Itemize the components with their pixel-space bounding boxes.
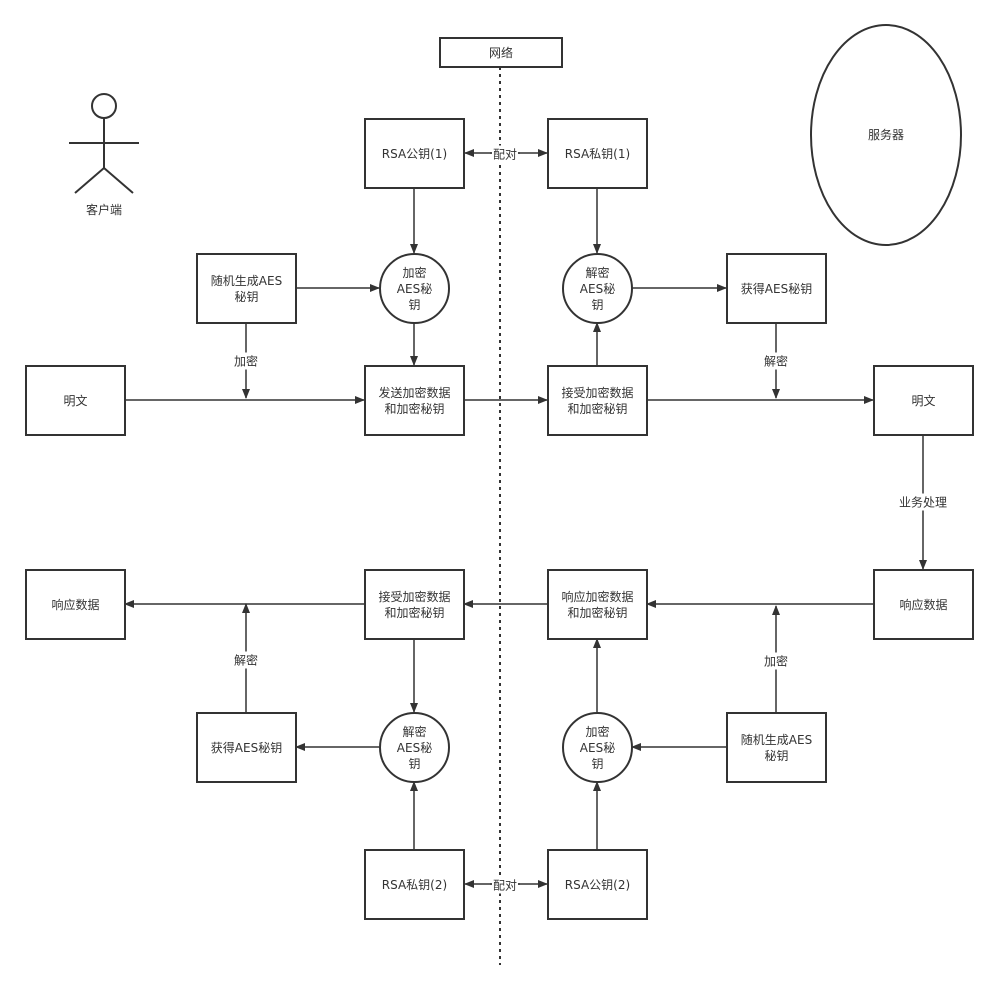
edge-label-encrypt-1: 加密 xyxy=(232,352,260,370)
server-label: 服务器 xyxy=(867,128,904,142)
server-ellipse xyxy=(810,24,962,246)
plaintext-client: 明文 xyxy=(25,365,126,436)
get-aes-key-bottom: 获得AES秘钥 xyxy=(196,712,297,783)
rsa-private-key-1: RSA私钥(1) xyxy=(547,118,648,189)
encrypt-aes-key-bottom: 加密 AES秘 钥 xyxy=(562,712,633,783)
rsa-public-key-2: RSA公钥(2) xyxy=(547,849,648,920)
rsa-private-key-2: RSA私钥(2) xyxy=(364,849,465,920)
edge-label-pair-1: 配对 xyxy=(491,145,519,163)
edge-label-decrypt-2: 解密 xyxy=(232,651,260,669)
edge-label-encrypt-2: 加密 xyxy=(762,652,790,670)
get-aes-key-top: 获得AES秘钥 xyxy=(726,253,827,324)
decrypt-aes-key-top: 解密 AES秘 钥 xyxy=(562,253,633,324)
encrypt-aes-key-top: 加密 AES秘 钥 xyxy=(379,253,450,324)
edge-label-decrypt-1: 解密 xyxy=(762,352,790,370)
network-label-box: 网络 xyxy=(439,37,563,68)
generate-aes-key-top: 随机生成AES 秘钥 xyxy=(196,253,297,324)
receive-encrypted-data: 接受加密数据 和加密秘钥 xyxy=(547,365,648,436)
response-data-server: 响应数据 xyxy=(873,569,974,640)
decrypt-aes-key-bottom: 解密 AES秘 钥 xyxy=(379,712,450,783)
send-encrypted-data: 发送加密数据 和加密秘钥 xyxy=(364,365,465,436)
plaintext-server: 明文 xyxy=(873,365,974,436)
receive-encrypted-response: 接受加密数据 和加密秘钥 xyxy=(364,569,465,640)
rsa-public-key-1: RSA公钥(1) xyxy=(364,118,465,189)
generate-aes-key-bottom: 随机生成AES 秘钥 xyxy=(726,712,827,783)
client-actor-icon xyxy=(69,93,139,194)
edge-label-business: 业务处理 xyxy=(897,493,949,511)
response-encrypted-data: 响应加密数据 和加密秘钥 xyxy=(547,569,648,640)
client-label: 客户端 xyxy=(85,203,122,217)
edge-label-pair-2: 配对 xyxy=(491,876,519,894)
response-data-client: 响应数据 xyxy=(25,569,126,640)
